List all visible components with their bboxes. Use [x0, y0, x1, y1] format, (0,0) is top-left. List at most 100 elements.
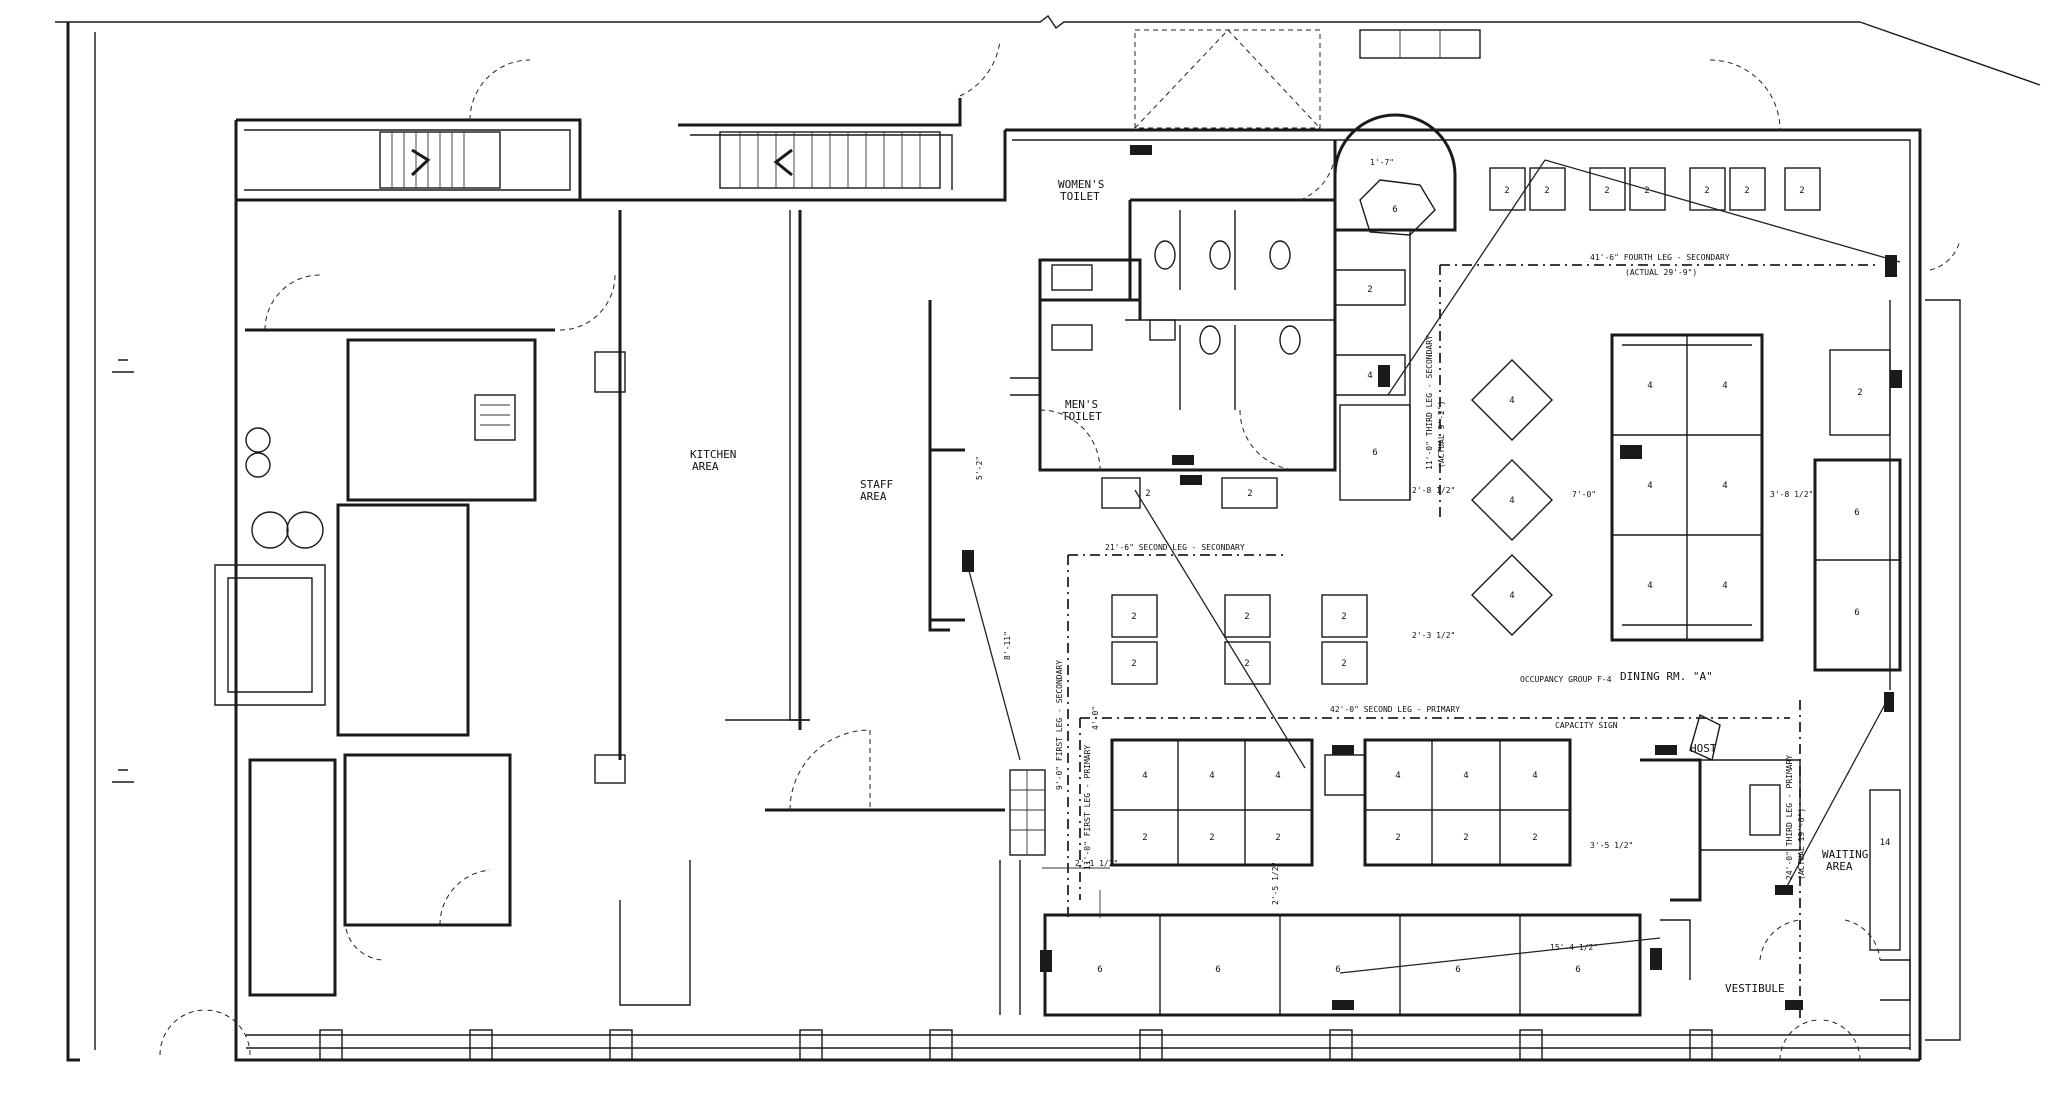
third-leg-primary-actual: (ACTUAL 19'-6"): [1797, 808, 1806, 880]
seat-count: 4: [1142, 771, 1147, 781]
diamond-tables: [1471, 359, 1553, 636]
egress-labels: 41'-6" FOURTH LEG - SECONDARY (ACTUAL 29…: [1055, 253, 1806, 880]
seat-count: 2: [1145, 489, 1150, 499]
host-label: HOST: [1690, 742, 1717, 755]
seat-count: 2: [1131, 659, 1136, 669]
seat-count: 4: [1647, 481, 1652, 491]
dim-3-5: 3'-5 1/2": [1590, 841, 1633, 850]
first-leg-secondary-label: 9'-0" FIRST LEG - SECONDARY: [1055, 660, 1064, 790]
seat-count: 2: [1244, 659, 1249, 669]
dim-5-2: 5'-2": [975, 456, 984, 480]
seat-count: 6: [1575, 965, 1580, 975]
third-leg-secondary-label: 11'-0" THIRD LEG - SECONDARY: [1425, 335, 1434, 470]
dim-2-5: 2'-5 1/2": [1271, 862, 1280, 905]
seat-count: 2: [1142, 833, 1147, 843]
lower-booths: [1110, 738, 1572, 867]
dim-8-11: 8'-11": [1003, 631, 1012, 660]
waiting-label-2: AREA: [1826, 860, 1853, 873]
bottom-booths: [999, 769, 1642, 1017]
exit-markers: [962, 145, 1902, 1010]
seat-count: 6: [1335, 965, 1340, 975]
dim-3-8: 3'-8 1/2": [1770, 490, 1813, 499]
third-leg-secondary-actual: (ACTUAL 9'-2"): [1437, 401, 1446, 468]
room-labels: WOMEN'S TOILET MEN'S TOILET KITCHEN AREA…: [690, 178, 1868, 995]
dim-2-8: 2'-8 1/2": [1412, 486, 1455, 495]
dim-15-4: 15'-4 1/2": [1550, 943, 1598, 952]
skylight: [1134, 29, 1481, 129]
fourth-leg-label: 41'-6" FOURTH LEG - SECONDARY: [1590, 253, 1730, 262]
dim-2-3: 2'-3 1/2": [1412, 631, 1455, 640]
seat-count: 2: [1395, 833, 1400, 843]
seat-count: 2: [1799, 186, 1804, 196]
host-area: [1640, 59, 1961, 1061]
third-leg-primary-label: 24'-0" THIRD LEG - PRIMARY: [1785, 755, 1794, 880]
property-lines: [55, 14, 2041, 1062]
seat-count: 2: [1644, 186, 1649, 196]
seat-count: 4: [1722, 581, 1727, 591]
seat-count: 2: [1857, 388, 1862, 398]
seat-count: 2: [1463, 833, 1468, 843]
seat-count: 4: [1275, 771, 1280, 781]
seat-count: 4: [1209, 771, 1214, 781]
stair-left: [379, 131, 501, 189]
seat-count: 6: [1215, 965, 1220, 975]
seat-count: 2: [1341, 612, 1346, 622]
kitchen-label-2: AREA: [692, 460, 719, 473]
stair-right: [719, 131, 941, 189]
seat-count: 4: [1647, 581, 1652, 591]
mens-toilet-label-2: TOILET: [1062, 410, 1102, 423]
seat-count: 2: [1604, 186, 1609, 196]
seat-count: 4: [1722, 481, 1727, 491]
seat-count: 2: [1247, 489, 1252, 499]
second-leg-secondary-label: 21'-6" SECOND LEG - SECONDARY: [1105, 543, 1245, 552]
kitchen-label-1: KITCHEN: [690, 448, 736, 461]
seat-count: 4: [1509, 396, 1514, 406]
vestibule-label: VESTIBULE: [1725, 982, 1785, 995]
seat-count: 2: [1544, 186, 1549, 196]
seat-count: 2: [1244, 612, 1249, 622]
fourth-leg-actual: (ACTUAL 29'-9"): [1625, 268, 1697, 277]
seat-count: 4: [1395, 771, 1400, 781]
seat-count: 2: [1341, 659, 1346, 669]
occupancy-label: OCCUPANCY GROUP F-4: [1520, 675, 1612, 684]
seat-count: 2: [1704, 186, 1709, 196]
center-two-tops: [1101, 477, 1368, 685]
second-leg-primary-label: 42'-0" SECOND LEG - PRIMARY: [1330, 705, 1460, 714]
building-shell: [234, 98, 1922, 1062]
seat-counts: 2 2 2 2 2 2 2 2 2 2 2 2 2 2 2 4 4 4 4 4 …: [1097, 186, 1890, 975]
seat-count: 2: [1275, 833, 1280, 843]
seat-count: 4: [1463, 771, 1468, 781]
seat-count: 6: [1392, 205, 1397, 215]
capacity-sign-label: CAPACITY SIGN: [1555, 721, 1618, 730]
staff-label-2: AREA: [860, 490, 887, 503]
seat-count: 6: [1854, 608, 1859, 618]
round-booth: [1333, 113, 1457, 501]
seat-count: 6: [1097, 965, 1102, 975]
seat-count: 2: [1209, 833, 1214, 843]
seat-count: 2: [1367, 285, 1372, 295]
seat-count: 6: [1455, 965, 1460, 975]
seat-count: 4: [1367, 371, 1372, 381]
seat-count: 2: [1744, 186, 1749, 196]
seat-count: 2: [1131, 612, 1136, 622]
seat-count: 6: [1854, 508, 1859, 518]
dim-2-1: 2'-1 1/2": [1075, 859, 1118, 868]
seat-count: 2: [1532, 833, 1537, 843]
top-tables: [1489, 167, 1821, 211]
seat-count: 4: [1722, 381, 1727, 391]
kitchen-partitions: [159, 39, 1005, 1056]
womens-toilet-label-1: WOMEN'S: [1058, 178, 1104, 191]
mens-toilet-label-1: MEN'S: [1065, 398, 1098, 411]
first-leg-primary-label: 11'-0" FIRST LEG - PRIMARY: [1083, 745, 1092, 870]
seat-count: 2: [1504, 186, 1509, 196]
dim-1-7: 1'-7": [1370, 158, 1394, 167]
womens-toilet-label-2: TOILET: [1060, 190, 1100, 203]
dimension-labels: 2'-8 1/2" 7'-0" 3'-8 1/2" 2'-3 1/2" 3'-5…: [975, 158, 1813, 952]
seat-count: 4: [1509, 496, 1514, 506]
seat-count: 6: [1372, 448, 1377, 458]
seat-count: 4: [1532, 771, 1537, 781]
seat-count: 4: [1647, 381, 1652, 391]
seat-count: 4: [1509, 591, 1514, 601]
booth-block: [1610, 333, 1764, 642]
